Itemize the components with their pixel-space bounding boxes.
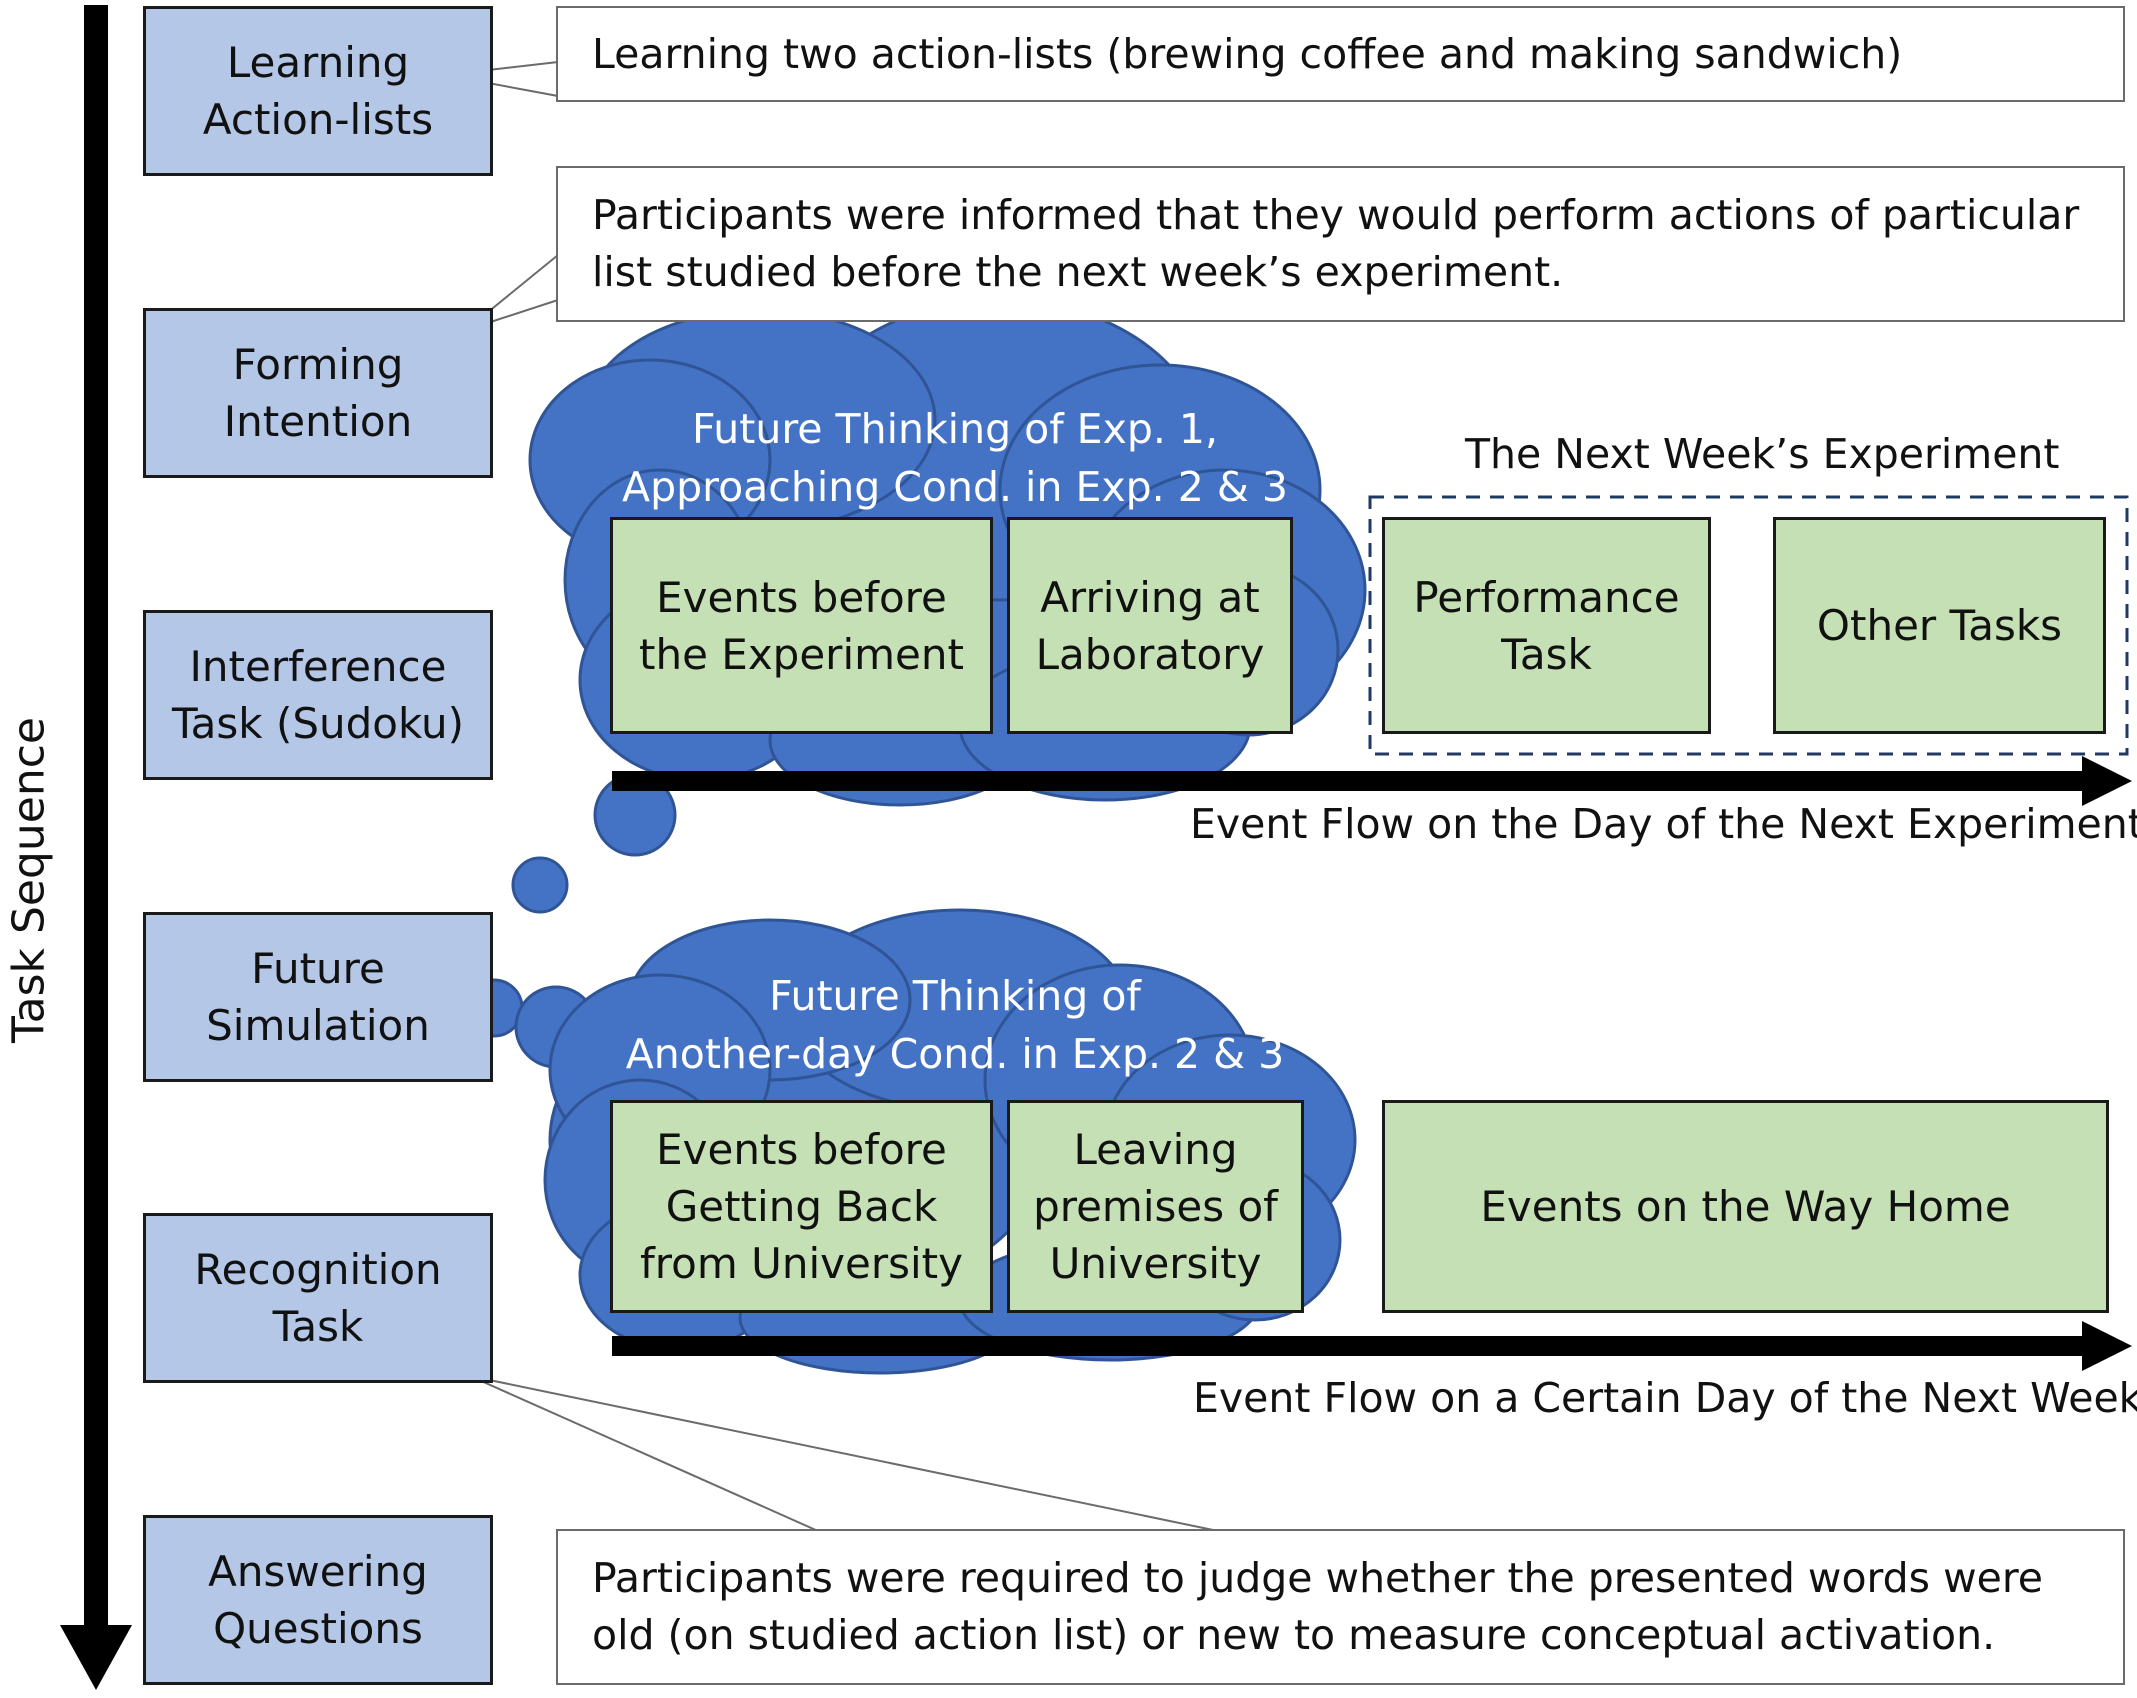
step-interference-task: Interference Task (Sudoku) — [143, 610, 493, 780]
step-future-simulation: Future Simulation — [143, 912, 493, 1082]
step-recognition-task: Recognition Task — [143, 1213, 493, 1383]
step-forming-intention: Forming Intention — [143, 308, 493, 478]
cloud-title-lower: Future Thinking of Another-day Cond. in … — [625, 972, 1285, 1078]
step-learning-action-lists: Learning Action-lists — [143, 6, 493, 176]
event-other-tasks: Other Tasks — [1773, 517, 2106, 734]
event-performance-task: Performance Task — [1382, 517, 1711, 734]
task-sequence-label: Task Sequence — [3, 717, 55, 1043]
event-arriving-laboratory: Arriving at Laboratory — [1007, 517, 1293, 734]
next-week-experiment-label: The Next Week’s Experiment — [1465, 430, 2060, 478]
note-learning: Learning two action-lists (brewing coffe… — [556, 6, 2125, 102]
event-flow-label-upper: Event Flow on the Day of the Next Experi… — [1190, 800, 2137, 848]
event-before-getting-back: Events before Getting Back from Universi… — [610, 1100, 993, 1313]
event-leaving-university: Leaving premises of University — [1007, 1100, 1304, 1313]
next-week-experiment-frame — [1368, 495, 2129, 756]
step-answering-questions: Answering Questions — [143, 1515, 493, 1685]
note-intention: Participants were informed that they wou… — [556, 166, 2125, 322]
event-flow-arrow-lower — [612, 1321, 2132, 1371]
callout-pointer-recognition — [469, 1375, 1219, 1532]
task-sequence-arrow — [60, 5, 132, 1690]
event-flow-label-lower: Event Flow on a Certain Day of the Next … — [1193, 1374, 2137, 1422]
event-way-home: Events on the Way Home — [1382, 1100, 2109, 1313]
note-recognition: Participants were required to judge whet… — [556, 1529, 2125, 1685]
cloud-title-upper: Future Thinking of Exp. 1, Approaching C… — [622, 405, 1288, 511]
event-flow-arrow-upper — [612, 756, 2132, 806]
event-before-experiment: Events before the Experiment — [610, 517, 993, 734]
